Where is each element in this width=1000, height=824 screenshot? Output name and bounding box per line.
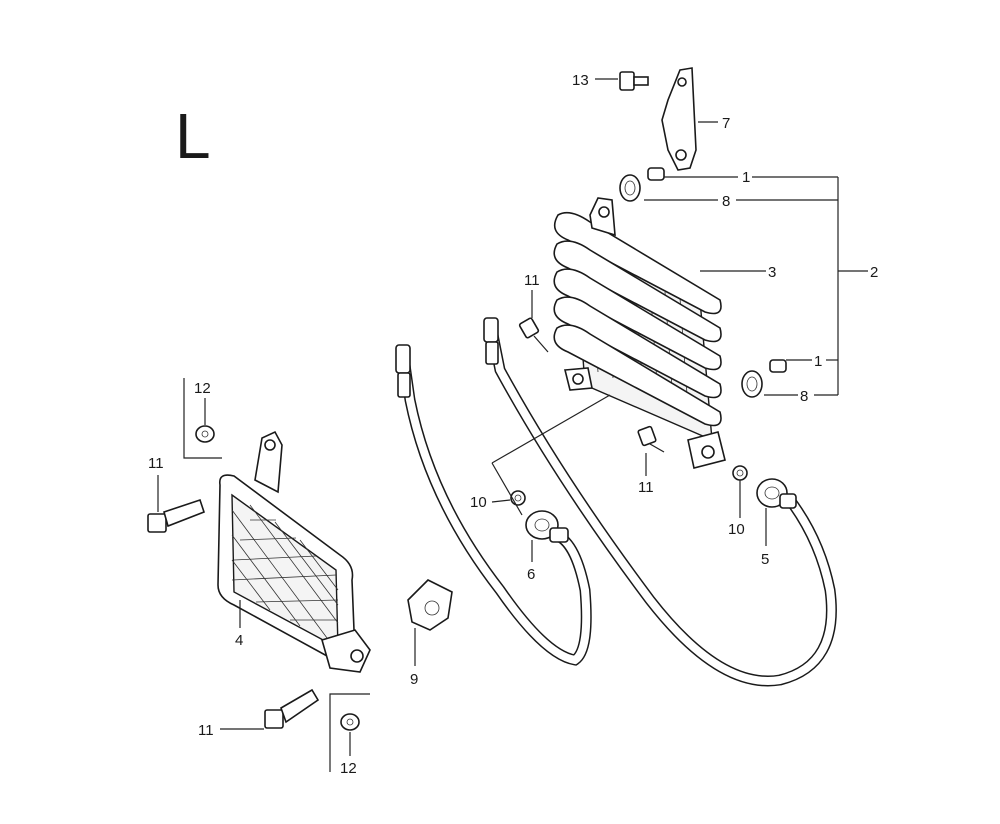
washer-10-left <box>510 490 526 506</box>
washer-12-upper <box>195 425 215 443</box>
washer-10-right <box>732 465 748 481</box>
callout-labels: 13 7 1 8 2 3 1 8 11 11 10 10 5 6 4 9 11 … <box>148 72 878 777</box>
callout-4: 4 <box>235 632 243 649</box>
callout-2: 2 <box>870 264 878 281</box>
bolt-11-guard-lower <box>264 688 320 729</box>
callout-11-guard-upper: 11 <box>148 455 164 472</box>
callout-8-lower: 8 <box>800 388 808 405</box>
callout-12-upper: 12 <box>194 380 211 397</box>
cooler-guard <box>217 430 371 673</box>
banjo-fitting-6 <box>525 510 569 543</box>
section-letter: L <box>175 100 211 172</box>
oil-cooler <box>553 197 726 469</box>
callout-9: 9 <box>410 671 418 688</box>
callout-11-guard-lower: 11 <box>198 722 214 739</box>
oil-hose-outer <box>483 317 837 687</box>
callout-1-lower: 1 <box>814 353 822 370</box>
callout-6: 6 <box>527 566 535 583</box>
leader-lines <box>157 78 868 772</box>
callout-5: 5 <box>761 551 769 568</box>
callout-11-cooler-upper: 11 <box>524 272 540 289</box>
banjo-fitting-5 <box>756 478 797 509</box>
callout-10-right: 10 <box>728 521 745 538</box>
bolt-13 <box>619 71 649 91</box>
bolt-11-guard-upper <box>147 498 205 533</box>
callout-8-upper: 8 <box>722 193 730 210</box>
grommet-lower <box>741 359 787 398</box>
bolt-11-upper <box>518 317 549 353</box>
callout-7: 7 <box>722 115 730 132</box>
mounting-bracket <box>661 67 697 171</box>
bolt-11-lower <box>637 425 665 453</box>
callout-10-left: 10 <box>470 494 487 511</box>
hose-clamp-9 <box>407 579 453 631</box>
callout-12-lower: 12 <box>340 760 357 777</box>
grommet-upper <box>619 167 665 202</box>
callout-3: 3 <box>768 264 776 281</box>
washer-12-lower <box>340 713 360 731</box>
callout-1-upper: 1 <box>742 169 750 186</box>
callout-11-cooler-lower: 11 <box>638 479 654 496</box>
oil-hose-inner <box>395 344 592 666</box>
callout-13: 13 <box>572 72 589 89</box>
